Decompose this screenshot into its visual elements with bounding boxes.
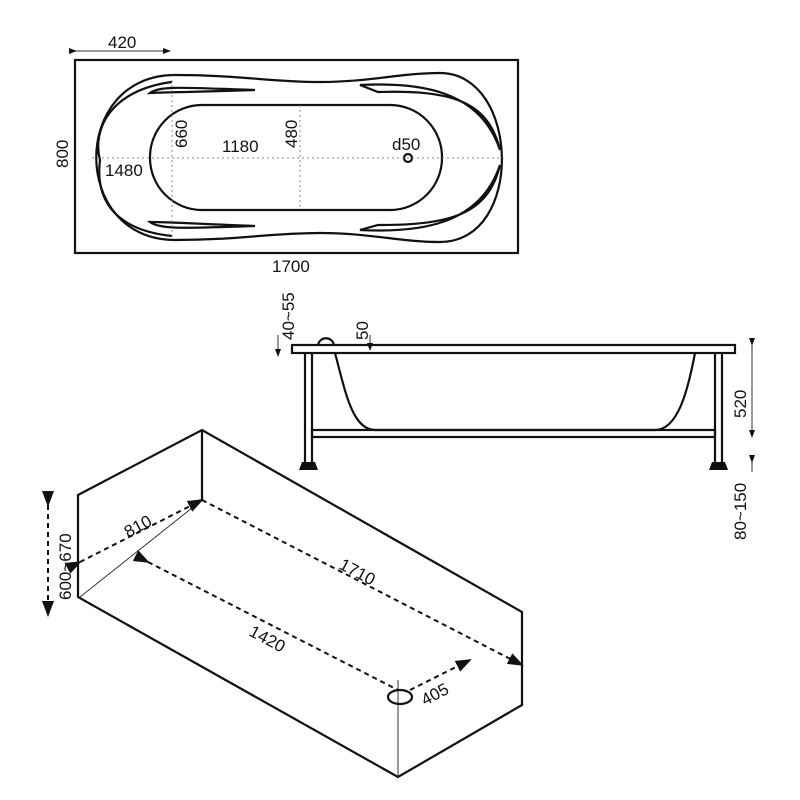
top-view: 420 800 660 1180 480 d50 1480 1700	[53, 33, 520, 276]
dim-1710: 1710	[336, 555, 378, 590]
dim-420: 420	[108, 33, 136, 52]
dim-1700: 1700	[272, 257, 310, 276]
dim-1480: 1480	[105, 161, 143, 180]
dim-1180: 1180	[222, 137, 259, 156]
top-outline	[73, 58, 520, 255]
iso-niche-view: 810 1710 600~670 1420 405	[42, 428, 524, 779]
dim-810: 810	[121, 511, 155, 541]
dim-600-670: 600~670	[56, 533, 75, 600]
dim-d50: d50	[392, 135, 420, 154]
side-view: 40~55 50 520 80~150	[275, 292, 755, 540]
dim-1420: 1420	[246, 622, 288, 657]
dim-800: 800	[53, 140, 72, 168]
rim	[290, 343, 737, 355]
dim-480: 480	[282, 120, 301, 148]
dim-40-55: 40~55	[279, 292, 298, 340]
dim-520: 520	[731, 390, 750, 418]
dim-660: 660	[172, 120, 191, 148]
dim-80-150: 80~150	[731, 483, 750, 540]
niche-outline	[76, 428, 524, 779]
basin	[333, 352, 697, 432]
frame-bar	[310, 428, 717, 439]
dim-405: 405	[418, 679, 452, 709]
dim-50: 50	[353, 321, 372, 340]
drain-hole	[386, 688, 414, 706]
